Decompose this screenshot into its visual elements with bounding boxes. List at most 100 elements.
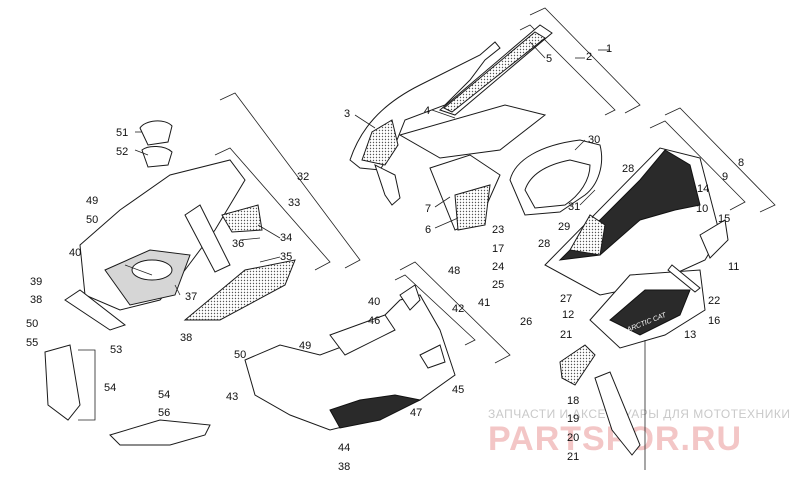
callout-50c: 50 bbox=[234, 349, 246, 361]
bracket-9 bbox=[649, 120, 746, 211]
part-34-mesh bbox=[221, 204, 263, 233]
callout-50a: 50 bbox=[86, 214, 98, 226]
callout-14: 14 bbox=[697, 183, 709, 195]
side-panel-mesh-29 bbox=[569, 214, 606, 256]
callout-39: 39 bbox=[30, 276, 42, 288]
side-panel-part-11 bbox=[699, 219, 729, 259]
callout-49a: 49 bbox=[86, 195, 98, 207]
nose-pan-assembly bbox=[244, 284, 456, 431]
callout-35: 35 bbox=[280, 251, 292, 263]
part-51 bbox=[139, 120, 173, 146]
part-52 bbox=[141, 146, 173, 168]
callout-19: 19 bbox=[567, 413, 579, 425]
part-22 bbox=[667, 264, 701, 293]
bracket-2 bbox=[519, 24, 616, 116]
callout-40a: 40 bbox=[69, 247, 81, 259]
callout-31: 31 bbox=[568, 201, 580, 213]
lower-panel-graphic bbox=[609, 289, 691, 336]
watermark: ЗАПЧАСТИ И АКСЕССУАРЫ ДЛЯ МОТОТЕХНИКИ PA… bbox=[488, 407, 790, 458]
hood-part-3-mesh bbox=[361, 119, 399, 166]
callout-28b: 28 bbox=[538, 238, 550, 250]
callout-24: 24 bbox=[492, 261, 504, 273]
callout-50b: 50 bbox=[26, 318, 38, 330]
windshield-inner bbox=[524, 159, 591, 209]
part-20-bracket bbox=[594, 371, 641, 456]
callout-42: 42 bbox=[452, 303, 464, 315]
callout-11: 11 bbox=[728, 261, 739, 273]
callout-51: 51 bbox=[116, 127, 128, 139]
bracket-32 bbox=[219, 92, 361, 269]
callout-44: 44 bbox=[338, 442, 350, 454]
callout-49b: 49 bbox=[299, 340, 311, 352]
hood-part-5-mesh bbox=[443, 31, 546, 113]
callout-9: 9 bbox=[722, 171, 728, 183]
callout-38c: 38 bbox=[338, 461, 350, 473]
bracket-1 bbox=[529, 7, 641, 114]
callout-1: 1 bbox=[606, 43, 612, 55]
callout-16: 16 bbox=[708, 315, 720, 327]
callout-3: 3 bbox=[344, 108, 350, 120]
callout-53: 53 bbox=[110, 344, 122, 356]
callout-47: 47 bbox=[410, 407, 422, 419]
callout-10: 10 bbox=[696, 203, 708, 215]
callout-22: 22 bbox=[708, 295, 720, 307]
callout-12: 12 bbox=[562, 309, 574, 321]
callout-37: 37 bbox=[185, 291, 197, 303]
callout-20: 20 bbox=[567, 432, 579, 444]
hood-part-4-panel bbox=[398, 104, 547, 159]
callout-41: 41 bbox=[478, 297, 490, 309]
part-35-mesh bbox=[183, 259, 296, 321]
callout-32: 32 bbox=[297, 171, 309, 183]
callout-55: 55 bbox=[26, 337, 38, 349]
callout-25: 25 bbox=[492, 279, 504, 291]
part-45 bbox=[419, 344, 446, 369]
callout-6: 6 bbox=[425, 224, 431, 236]
callout-52: 52 bbox=[116, 146, 128, 158]
callout-34: 34 bbox=[280, 232, 292, 244]
part-48 bbox=[399, 284, 421, 311]
windshield-30 bbox=[509, 139, 603, 216]
callout-38b: 38 bbox=[30, 294, 42, 306]
bracket-41 bbox=[399, 261, 511, 364]
callout-7: 7 bbox=[425, 203, 431, 215]
callout-13: 13 bbox=[684, 329, 696, 341]
console-assembly bbox=[44, 120, 296, 446]
hood-assembly bbox=[349, 24, 553, 231]
bracket-42 bbox=[394, 274, 476, 346]
part-19-plate bbox=[559, 344, 596, 386]
watermark-subtitle: ЗАПЧАСТИ И АКСЕССУАРЫ ДЛЯ МОТОТЕХНИКИ bbox=[488, 407, 790, 421]
callout-26: 26 bbox=[520, 316, 532, 328]
bracket-parts bbox=[559, 344, 641, 456]
leader-lines bbox=[124, 41, 646, 470]
callout-29: 29 bbox=[558, 221, 570, 233]
hood-part-7 bbox=[374, 164, 401, 206]
callout-56: 56 bbox=[158, 407, 170, 419]
part-36 bbox=[184, 204, 231, 273]
callout-18: 18 bbox=[567, 395, 579, 407]
callout-4: 4 bbox=[424, 105, 430, 117]
callout-54a: 54 bbox=[104, 382, 116, 394]
console-opening bbox=[131, 259, 173, 281]
part-46 bbox=[329, 314, 396, 356]
callout-54b: 54 bbox=[158, 389, 170, 401]
part-56 bbox=[109, 419, 211, 446]
right-panel-assembly: ARCTIC CAT bbox=[544, 147, 729, 349]
callout-33: 33 bbox=[288, 197, 300, 209]
bracket-8 bbox=[664, 107, 776, 213]
callout-21a: 21 bbox=[560, 329, 572, 341]
callout-23: 23 bbox=[492, 224, 504, 236]
callout-38a: 38 bbox=[180, 332, 192, 344]
callout-15: 15 bbox=[718, 213, 730, 225]
callout-48: 48 bbox=[448, 265, 460, 277]
callout-43: 43 bbox=[226, 391, 238, 403]
group-brackets bbox=[78, 7, 776, 421]
part-39 bbox=[64, 289, 127, 331]
callout-2: 2 bbox=[586, 51, 592, 63]
callout-5: 5 bbox=[546, 53, 552, 65]
part-55 bbox=[44, 344, 81, 421]
callout-27: 27 bbox=[560, 293, 572, 305]
bracket-33 bbox=[214, 147, 331, 271]
callout-36: 36 bbox=[232, 238, 244, 250]
callout-28a: 28 bbox=[622, 163, 634, 175]
